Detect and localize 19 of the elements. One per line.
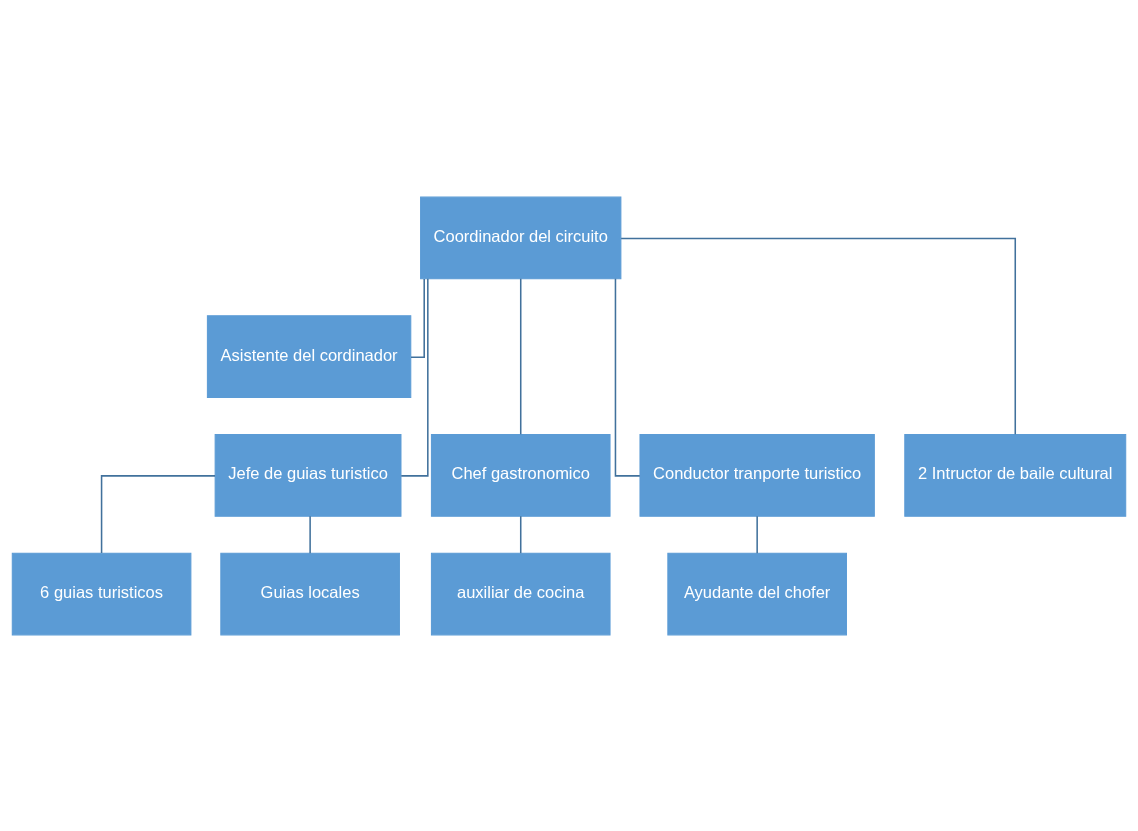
node-box: Coordinador del circuito [420, 196, 622, 279]
node-box: Conductor tranporte turistico [639, 433, 875, 517]
node-box: Chef gastronomico [430, 433, 611, 517]
node-box: auxiliar de cocina [430, 552, 611, 635]
connector [100, 474, 216, 554]
connector [519, 514, 522, 554]
node-box: Jefe de guias turistico [214, 433, 402, 517]
connector [756, 514, 758, 554]
connector [620, 237, 1017, 435]
connector [309, 514, 311, 554]
connector [400, 277, 429, 477]
node-box: Ayudante del chofer [667, 552, 847, 635]
connector [410, 277, 425, 358]
node-box: 2 Intructor de baile cultural [904, 433, 1127, 517]
node-box: Guias locales [220, 552, 400, 635]
node-box: Asistente del cordinador [206, 314, 412, 398]
node-box: 6 guias turisticos [11, 552, 192, 635]
connector [614, 277, 641, 477]
connector [519, 277, 522, 435]
